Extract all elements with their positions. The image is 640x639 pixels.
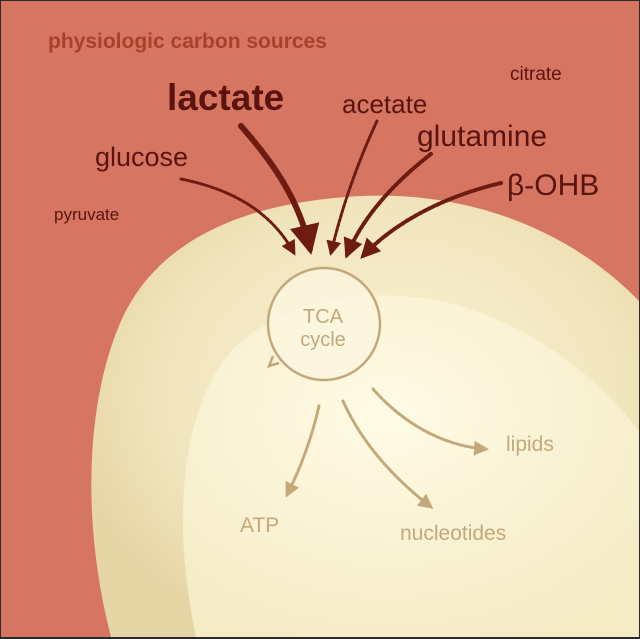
source-label-acetate: acetate bbox=[342, 89, 428, 119]
output-label-lipids: lipids bbox=[506, 433, 554, 456]
output-label-nucleotides: nucleotides bbox=[400, 522, 507, 545]
output-label-atp: ATP bbox=[240, 514, 280, 537]
tca-cycle-label: TCA cycle bbox=[282, 306, 364, 352]
atp-arrow bbox=[285, 404, 321, 498]
source-label-glucose: glucose bbox=[95, 142, 189, 172]
source-label-pyruvate: pyruvate bbox=[54, 205, 120, 224]
source-arrows bbox=[179, 119, 503, 259]
glutamine-arrow bbox=[343, 152, 433, 259]
cell-inner bbox=[182, 295, 639, 637]
diagram-title: physiologic carbon sources bbox=[48, 30, 327, 53]
tca-label-line2: cycle bbox=[300, 329, 346, 351]
tca-cycle-circle bbox=[266, 266, 382, 382]
nucleotides-arrow bbox=[341, 399, 434, 509]
glucose-arrow bbox=[179, 177, 296, 256]
acetate-arrow bbox=[326, 119, 379, 256]
lactate-arrow bbox=[238, 123, 320, 255]
source-label-glutamine: glutamine bbox=[417, 120, 548, 153]
tca-label-line1: TCA bbox=[303, 306, 343, 328]
tca-cycle-arrow-icon bbox=[266, 355, 280, 368]
source-label-bohb: β-OHB bbox=[507, 169, 600, 202]
source-label-citrate: citrate bbox=[510, 64, 562, 85]
lipids-arrow bbox=[371, 387, 489, 456]
source-label-lactate: lactate bbox=[167, 77, 285, 118]
bohb-arrow bbox=[360, 181, 503, 259]
product-arrows bbox=[285, 387, 489, 509]
